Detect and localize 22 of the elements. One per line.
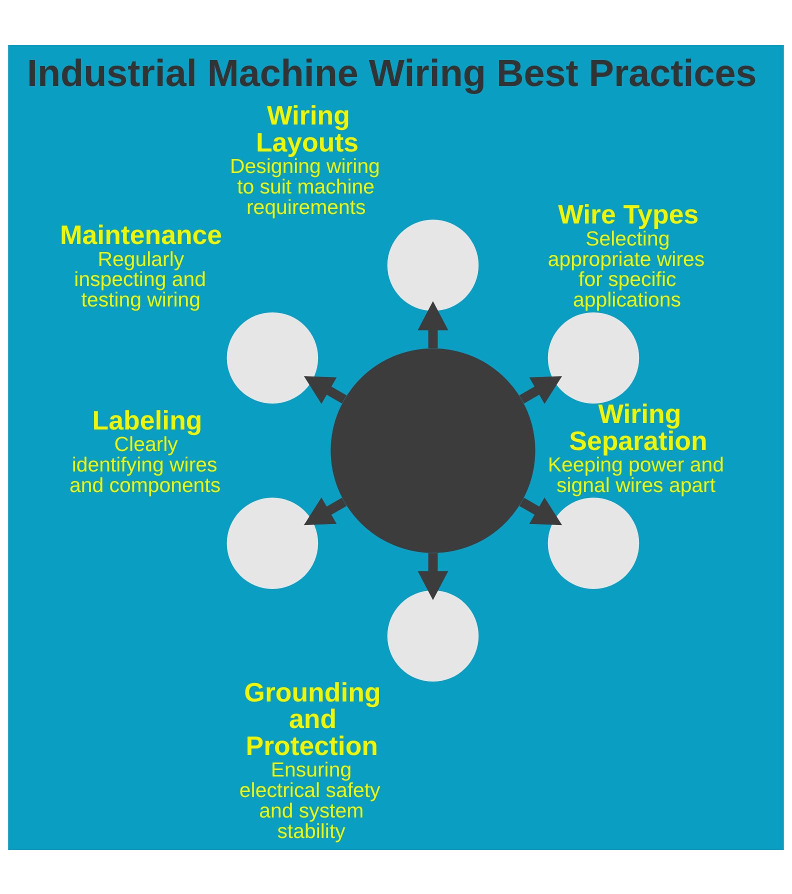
node-circle — [387, 590, 479, 682]
node-label: Regularly inspecting and testing wiring — [74, 247, 206, 312]
arrow — [519, 376, 562, 404]
node-circle — [548, 497, 640, 588]
diagram-title: Industrial Machine Wiring Best Practices — [27, 52, 757, 95]
node-label: Wire Types — [558, 199, 699, 230]
arrow — [519, 496, 562, 525]
node-label: Labeling — [92, 404, 202, 435]
node-label: Wiring Layouts — [256, 100, 359, 157]
node-circle — [548, 312, 640, 404]
node-label: Maintenance — [60, 220, 222, 250]
node-circle — [226, 312, 318, 404]
arrow — [304, 496, 347, 525]
arrow — [304, 376, 347, 404]
node-circle — [330, 348, 536, 552]
node-circle — [226, 497, 318, 588]
arrow — [418, 300, 448, 348]
node-circle — [387, 219, 479, 310]
node-label: Wiring Separation — [569, 398, 708, 456]
node-label: Ensuring electrical safety and system stability — [239, 758, 380, 843]
node-label: Grounding and Protection — [244, 676, 381, 760]
arrow — [418, 552, 448, 600]
